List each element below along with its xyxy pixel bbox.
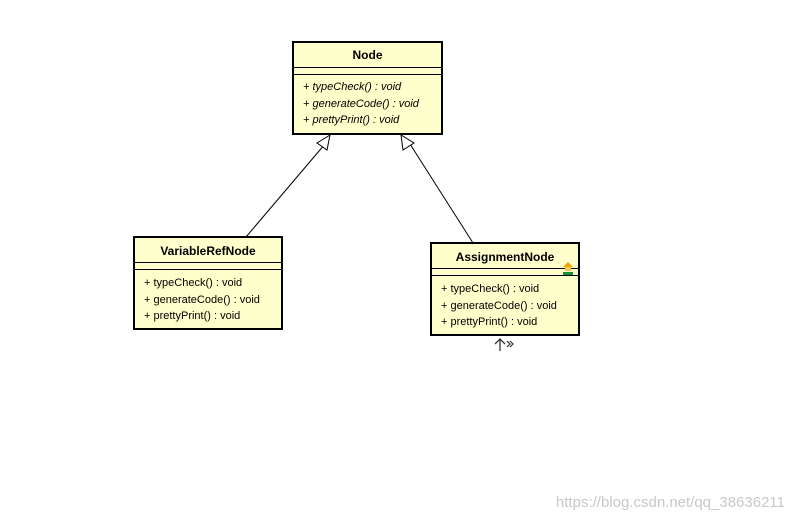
class-name: VariableRefNode — [160, 244, 256, 258]
operation: + prettyPrint() : void — [144, 310, 241, 322]
edge-variableref-to-node[interactable] — [245, 143, 326, 238]
operation: + prettyPrint() : void — [441, 316, 538, 328]
watermark: https://blog.csdn.net/qq_38636211 — [555, 494, 785, 511]
class-name: Node — [352, 48, 383, 62]
generalization-arrowhead — [400, 134, 415, 151]
operation: + typeCheck() : void — [441, 283, 540, 295]
operation: + prettyPrint() : void — [303, 114, 400, 126]
pin-marker-icon[interactable] — [562, 262, 574, 276]
class-assignmentnode[interactable]: AssignmentNode + typeCheck() : void + ge… — [430, 242, 580, 336]
operations-list: + typeCheck() : void + generateCode() : … — [303, 79, 419, 129]
class-node[interactable]: Node + typeCheck() : void + generateCode… — [292, 41, 443, 135]
operations-list: + typeCheck() : void + generateCode() : … — [144, 275, 260, 325]
operation: + generateCode() : void — [303, 97, 419, 110]
operation: + typeCheck() : void — [303, 81, 402, 93]
operation: + generateCode() : void — [144, 293, 260, 306]
operation-separator — [135, 269, 281, 270]
navigate-up-icon[interactable] — [494, 338, 516, 352]
attribute-separator — [135, 262, 281, 263]
operation-separator — [432, 275, 578, 276]
class-name: AssignmentNode — [455, 250, 555, 264]
operations-list: + typeCheck() : void + generateCode() : … — [441, 281, 557, 331]
operation: + generateCode() : void — [441, 299, 557, 312]
generalization-arrowhead — [316, 133, 331, 151]
operation-separator — [294, 74, 441, 75]
attribute-separator — [432, 268, 578, 269]
attribute-separator — [294, 67, 441, 68]
operation: + typeCheck() : void — [144, 277, 243, 289]
class-variablerefnode[interactable]: VariableRefNode + typeCheck() : void + g… — [133, 236, 283, 330]
edge-assignment-to-node[interactable] — [409, 143, 474, 244]
